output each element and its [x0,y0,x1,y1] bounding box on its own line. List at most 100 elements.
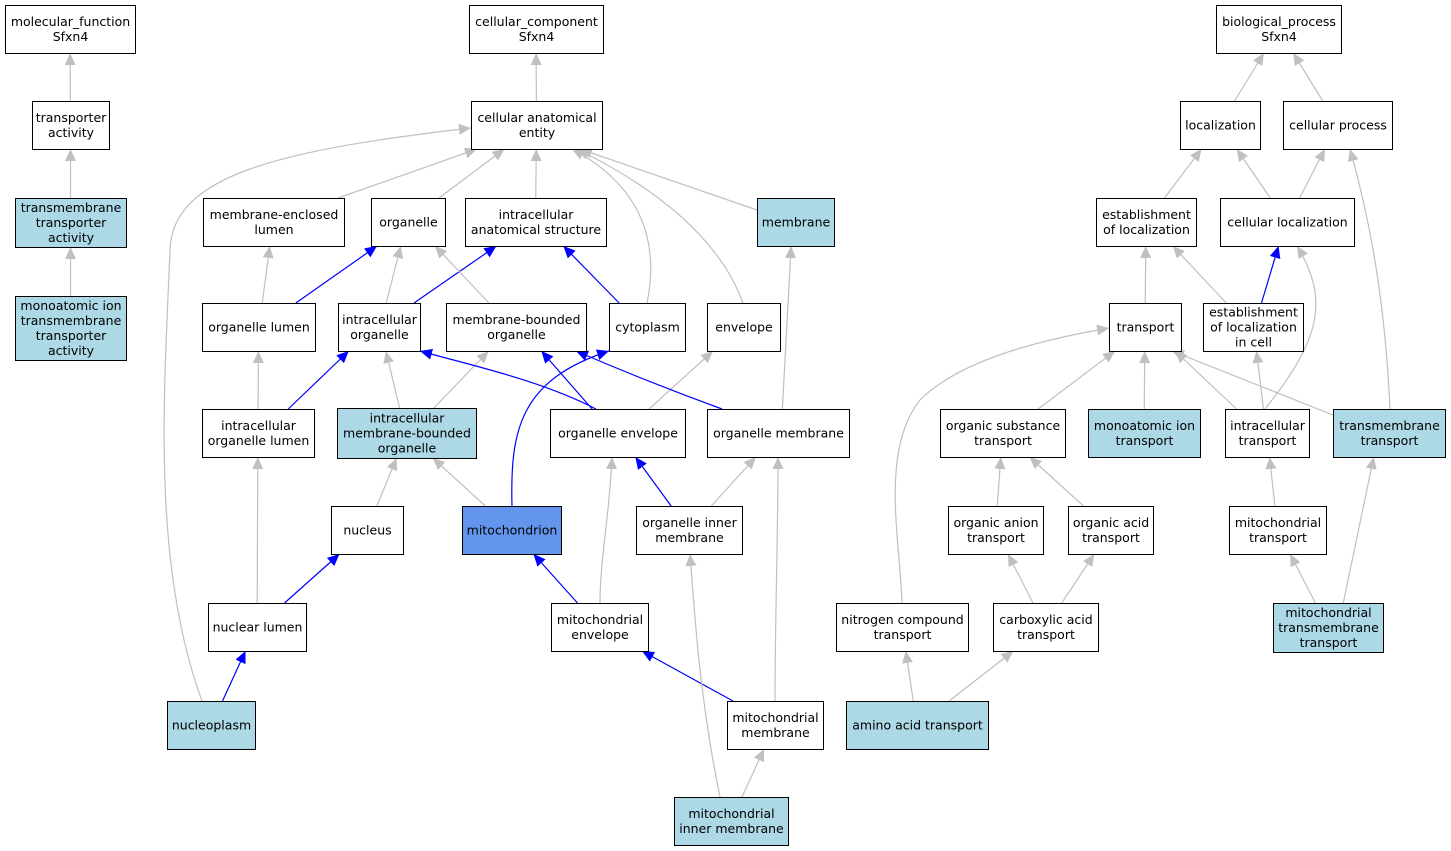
term-box [337,408,477,459]
edge-is-a-cellular-process-to-bp-root [1292,52,1324,102]
term-label-line: organelle lumen [208,320,310,335]
term-node-envelope[interactable]: envelope [707,303,781,352]
edge-is-a-mitochondrial-inner-membrane-to-organelle-inner-membrane [685,553,721,798]
term-label-line: mitochondrial [557,612,643,627]
edge-is-a-carboxylic-acid-transport-to-organic-acid-transport [1061,553,1095,604]
term-label-line: transport [1082,530,1140,545]
term-label-line: transport [1017,627,1075,642]
term-node-nuclear-lumen[interactable]: nuclear lumen [208,603,307,652]
term-box [757,198,835,247]
edge-is-a-localization-to-bp-root [1234,52,1265,102]
term-node-membrane[interactable]: membrane [757,198,835,247]
term-label-line: in cell [1235,335,1272,350]
term-box [5,5,136,54]
term-label-line: establishment [1209,305,1298,320]
edge-is-a-establishment-of-localization-in-cell-to-establishment-of-localization [1172,245,1227,304]
edge-is-a-intracellular-transport-to-establishment-of-localization-in-cell [1252,350,1265,410]
term-node-localization[interactable]: localization [1180,101,1261,150]
term-node-monoatomic-ion-tm-activity[interactable]: monoatomic iontransmembranetransporterac… [15,296,127,361]
term-node-cellular-localization[interactable]: cellular localization [1220,198,1355,247]
edge-is-a-membrane-bounded-organelle-to-organelle [434,245,490,304]
term-box [462,506,562,555]
term-box [469,5,604,54]
term-box [1333,409,1446,458]
term-label-line: transmembrane [21,313,122,328]
term-box [1225,409,1310,458]
term-label-line: membrane-bounded [453,312,581,327]
edge-part-of-intracellular-organelle-to-intracellular-anatomical-structure [413,245,497,304]
term-label-line: organelle [378,441,437,456]
term-node-nucleus[interactable]: nucleus [331,506,404,555]
term-box [940,409,1066,458]
term-node-organelle[interactable]: organelle [371,198,446,247]
edge-is-a-amino-acid-transport-to-carboxylic-acid-transport [948,650,1014,702]
edge-part-of-nucleoplasm-to-nuclear-lumen [221,650,247,702]
term-label-line: transport [1249,530,1307,545]
term-label-line: transport [1117,320,1175,335]
edge-is-a-organic-anion-transport-to-organic-substance-transport [994,456,1006,507]
term-node-cytoplasm[interactable]: cytoplasm [609,303,686,352]
term-label-line: activity [48,343,95,358]
term-box [609,303,686,352]
term-node-organelle-membrane[interactable]: organelle membrane [707,409,850,458]
term-node-nucleoplasm[interactable]: nucleoplasm [167,701,256,750]
term-box [636,506,743,555]
edge-is-a-establishment-of-localization-to-localization [1164,148,1202,199]
term-node-mitochondrion[interactable]: mitochondrion [462,506,562,555]
term-label-line: organic anion [953,515,1038,530]
term-node-amino-acid-transport[interactable]: amino acid transport [846,701,989,750]
term-box [202,303,316,352]
term-label-line: cellular anatomical [477,110,596,125]
term-box [836,603,969,652]
edge-part-of-organelle-lumen-to-organelle [295,245,378,304]
term-node-transport[interactable]: transport [1109,303,1182,352]
edge-is-a-cytoplasm-to-cellular-anatomical-entity [571,148,652,304]
edge-is-a-mitochondrial-membrane-to-organelle-membrane [772,456,784,702]
term-label-line: transport [967,530,1025,545]
term-node-organelle-envelope[interactable]: organelle envelope [550,409,686,458]
term-label-line: transport [1300,635,1358,650]
term-box [208,603,307,652]
term-label-line: transport [974,433,1032,448]
term-label-line: organelle [487,327,546,342]
term-box [1068,506,1154,555]
term-box [727,701,824,750]
term-node-organelle-lumen[interactable]: organelle lumen [202,303,316,352]
edge-part-of-mitochondrial-envelope-to-mitochondrion [533,553,578,604]
term-label-line: transport [1239,433,1297,448]
edge-is-a-mitochondrial-inner-membrane-to-mitochondrial-membrane [741,748,765,798]
term-node-cellular-process[interactable]: cellular process [1283,101,1393,150]
term-label-line: membrane [762,215,831,230]
term-label-line: entity [519,125,556,140]
term-label-line: transport [874,627,932,642]
edge-part-of-mitochondrion-to-cytoplasm [511,349,610,507]
